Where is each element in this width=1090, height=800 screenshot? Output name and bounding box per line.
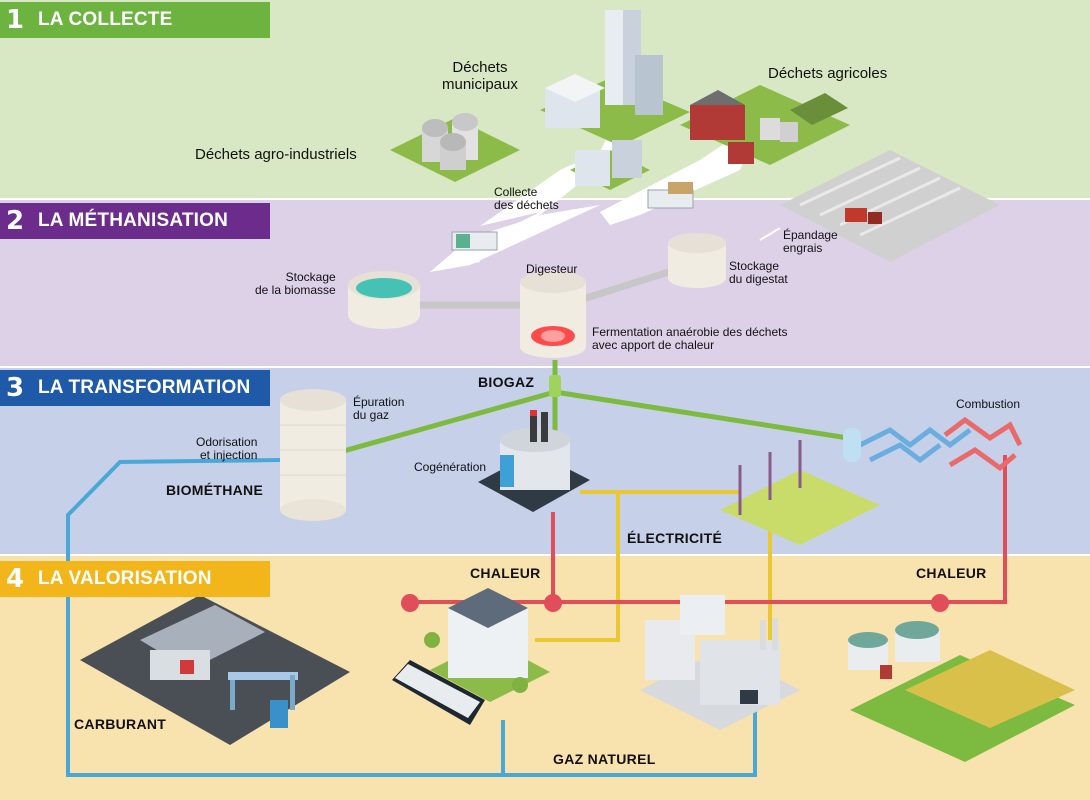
label-gaz-naturel: GAZ NATUREL [553, 751, 656, 767]
section-tab-valorisation: 4 LA VALORISATION [0, 561, 270, 597]
label-carburant: CARBURANT [74, 716, 167, 732]
section-title: LA COLLECTE [38, 9, 173, 30]
section-number: 4 [5, 564, 25, 594]
truck-icon [451, 182, 694, 251]
section-tab-collecte: 1 LA COLLECTE [0, 2, 270, 38]
agro-industrial-site-icon [390, 113, 520, 182]
label-epandage: Épandage engrais [783, 228, 838, 256]
label-combustion: Combustion [956, 397, 1021, 411]
section-title: LA MÉTHANISATION [38, 210, 229, 231]
section-title: LA TRANSFORMATION [38, 377, 251, 398]
label-collecte-dechets: Collecte des déchets [494, 185, 559, 213]
label-chaleur-right: CHALEUR [916, 565, 987, 581]
biogas-valve [549, 375, 561, 397]
label-electricite: ÉLECTRICITÉ [627, 530, 723, 546]
section-number: 3 [5, 373, 25, 403]
natural-gas-pipes [66, 458, 757, 777]
label-stockage-digestat: Stockage du digestat [729, 259, 788, 287]
factory-icon [640, 595, 800, 730]
label-cogeneration: Cogénération [414, 460, 487, 474]
digester-icon [520, 271, 586, 358]
band-divider [0, 366, 1090, 368]
label-agro-industriels: Déchets agro-industriels [195, 146, 357, 163]
label-biogaz: BIOGAZ [478, 374, 535, 390]
cogeneration-plant-icon [478, 410, 590, 512]
purification-tower-icon [280, 389, 346, 521]
label-agricoles: Déchets agricoles [768, 65, 888, 82]
process-pipes [415, 266, 677, 309]
heat-pipes [410, 455, 1007, 604]
municipal-buildings-icon [540, 10, 690, 190]
residential-building-icon [424, 588, 550, 702]
section-tab-transformation: 3 LA TRANSFORMATION [0, 370, 270, 406]
label-stockage-biomasse: Stockage de la biomasse [255, 270, 336, 298]
combustion-coils-icon [858, 416, 1023, 472]
label-chaleur-left: CHALEUR [470, 565, 541, 581]
label-municipaux: Déchets municipaux [442, 59, 518, 93]
farm-icon [680, 85, 850, 165]
bus-icon [392, 660, 485, 725]
label-biomethane: BIOMÉTHANE [166, 482, 264, 498]
section-title: LA VALORISATION [38, 568, 212, 589]
heat-valves [401, 594, 949, 612]
label-digesteur: Digesteur [526, 262, 578, 276]
section-tab-methanisation: 2 LA MÉTHANISATION [0, 203, 270, 239]
label-epuration: Épuration du gaz [353, 395, 405, 423]
gas-tank-icon [843, 428, 861, 462]
label-fermentation: Fermentation anaérobie des déchets avec … [592, 325, 788, 353]
power-grid-icon [720, 440, 880, 545]
gas-station-icon [80, 595, 350, 745]
label-odorisation: Odorisation et injection [196, 435, 258, 463]
digestate-storage-icon [668, 233, 726, 288]
biogas-pipes [339, 360, 849, 455]
biomass-storage-icon [348, 271, 420, 329]
section-number: 1 [5, 5, 25, 35]
section-number: 2 [5, 206, 25, 236]
greenhouse-fields-icon [848, 621, 1075, 762]
band-divider [0, 554, 1090, 556]
field-icon [759, 150, 1000, 262]
